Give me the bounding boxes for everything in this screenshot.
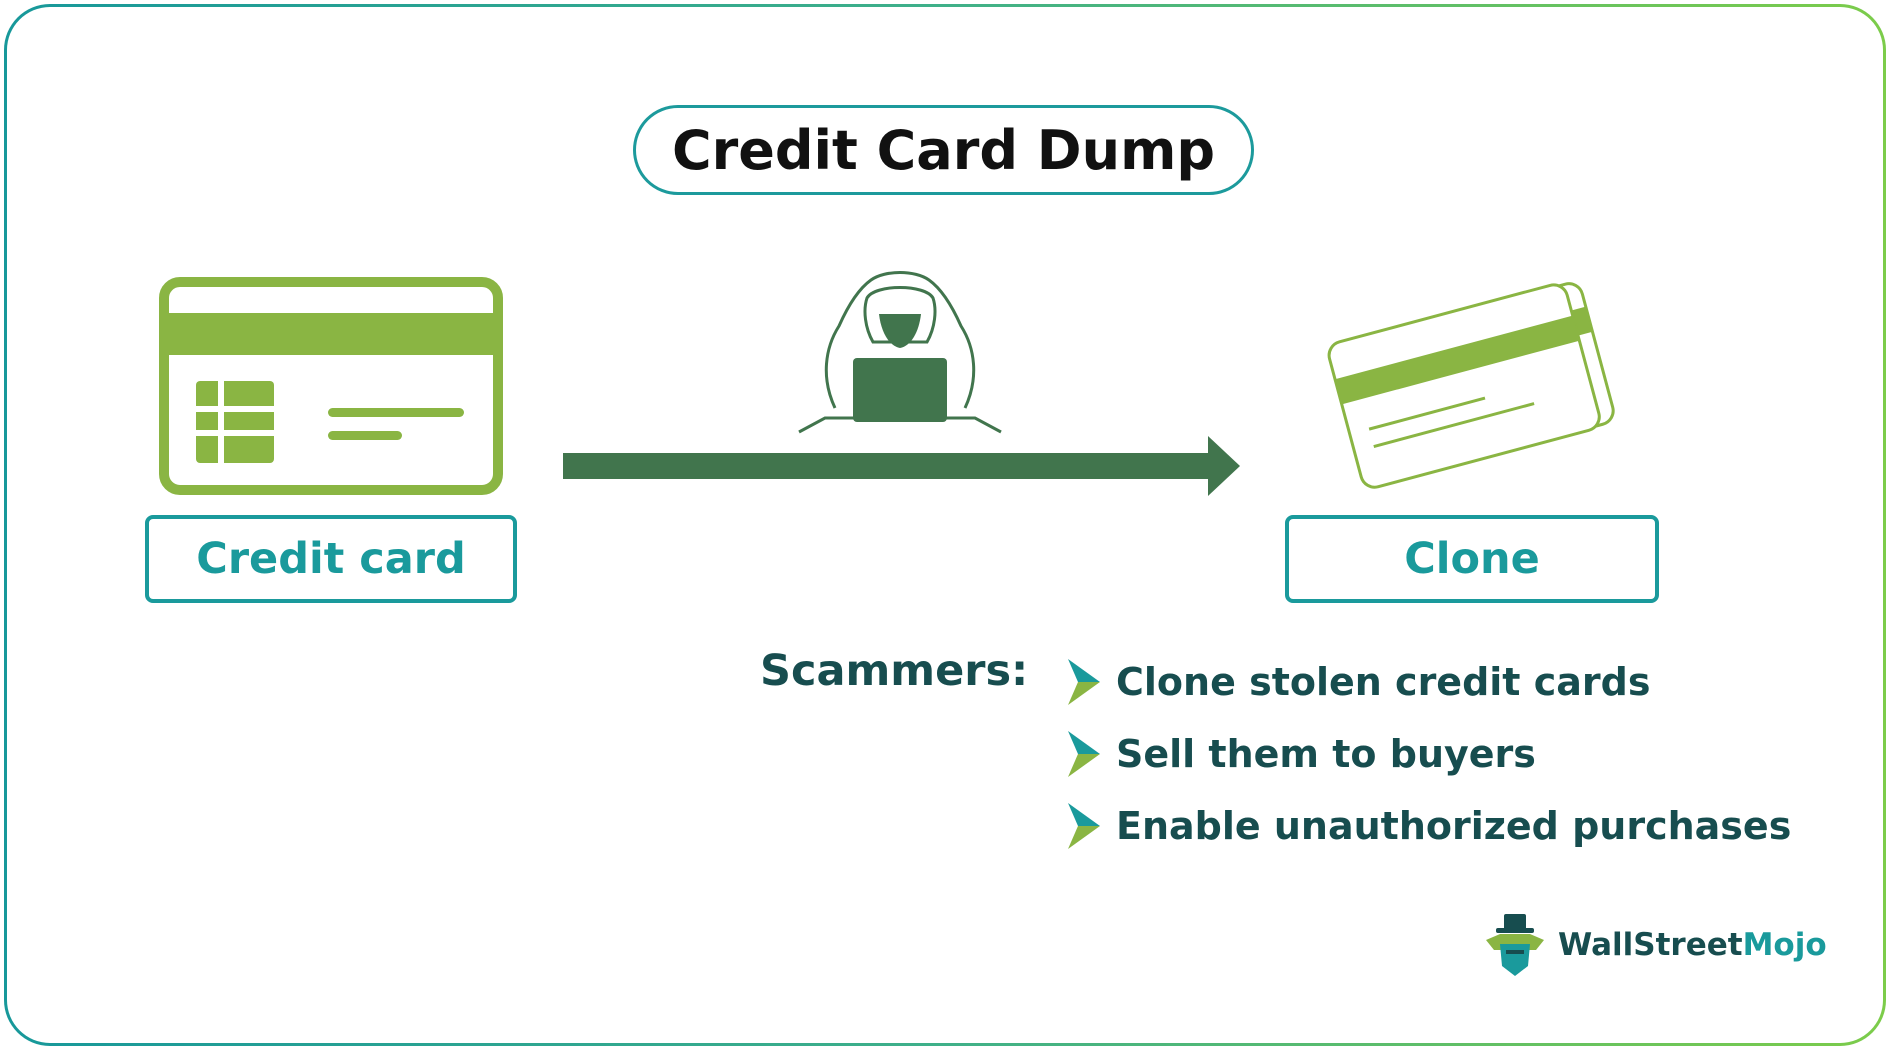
brand-logo-icon (1486, 914, 1544, 976)
list-item: Enable unauthorized purchases (1068, 790, 1791, 862)
brand-name-part1: WallStreet (1558, 927, 1743, 963)
outer-frame (4, 4, 1886, 1046)
scammer-actions-list: Clone stolen credit cards Sell them to b… (1068, 646, 1791, 862)
bullet-arrow-icon (1068, 731, 1100, 777)
cloned-cards-icon (1327, 282, 1615, 489)
clone-label: Clone (1285, 515, 1659, 603)
list-item-text: Clone stolen credit cards (1116, 660, 1651, 704)
scammers-heading: Scammers: (760, 646, 1029, 696)
diagram-title: Credit Card Dump (633, 105, 1254, 195)
list-item: Clone stolen credit cards (1068, 646, 1791, 718)
brand-logo: WallStreetMojo (1480, 910, 1827, 980)
brand-name-part2: Mojo (1742, 927, 1827, 963)
bullet-arrow-icon (1068, 659, 1100, 705)
flow-arrow-icon (563, 436, 1240, 496)
list-item: Sell them to buyers (1068, 718, 1791, 790)
credit-card-label: Credit card (145, 515, 517, 603)
credit-card-icon (159, 277, 503, 495)
bullet-arrow-icon (1068, 803, 1100, 849)
hacker-icon (798, 271, 1002, 434)
list-item-text: Sell them to buyers (1116, 732, 1536, 776)
list-item-text: Enable unauthorized purchases (1116, 804, 1792, 848)
canvas (7, 7, 1883, 1043)
